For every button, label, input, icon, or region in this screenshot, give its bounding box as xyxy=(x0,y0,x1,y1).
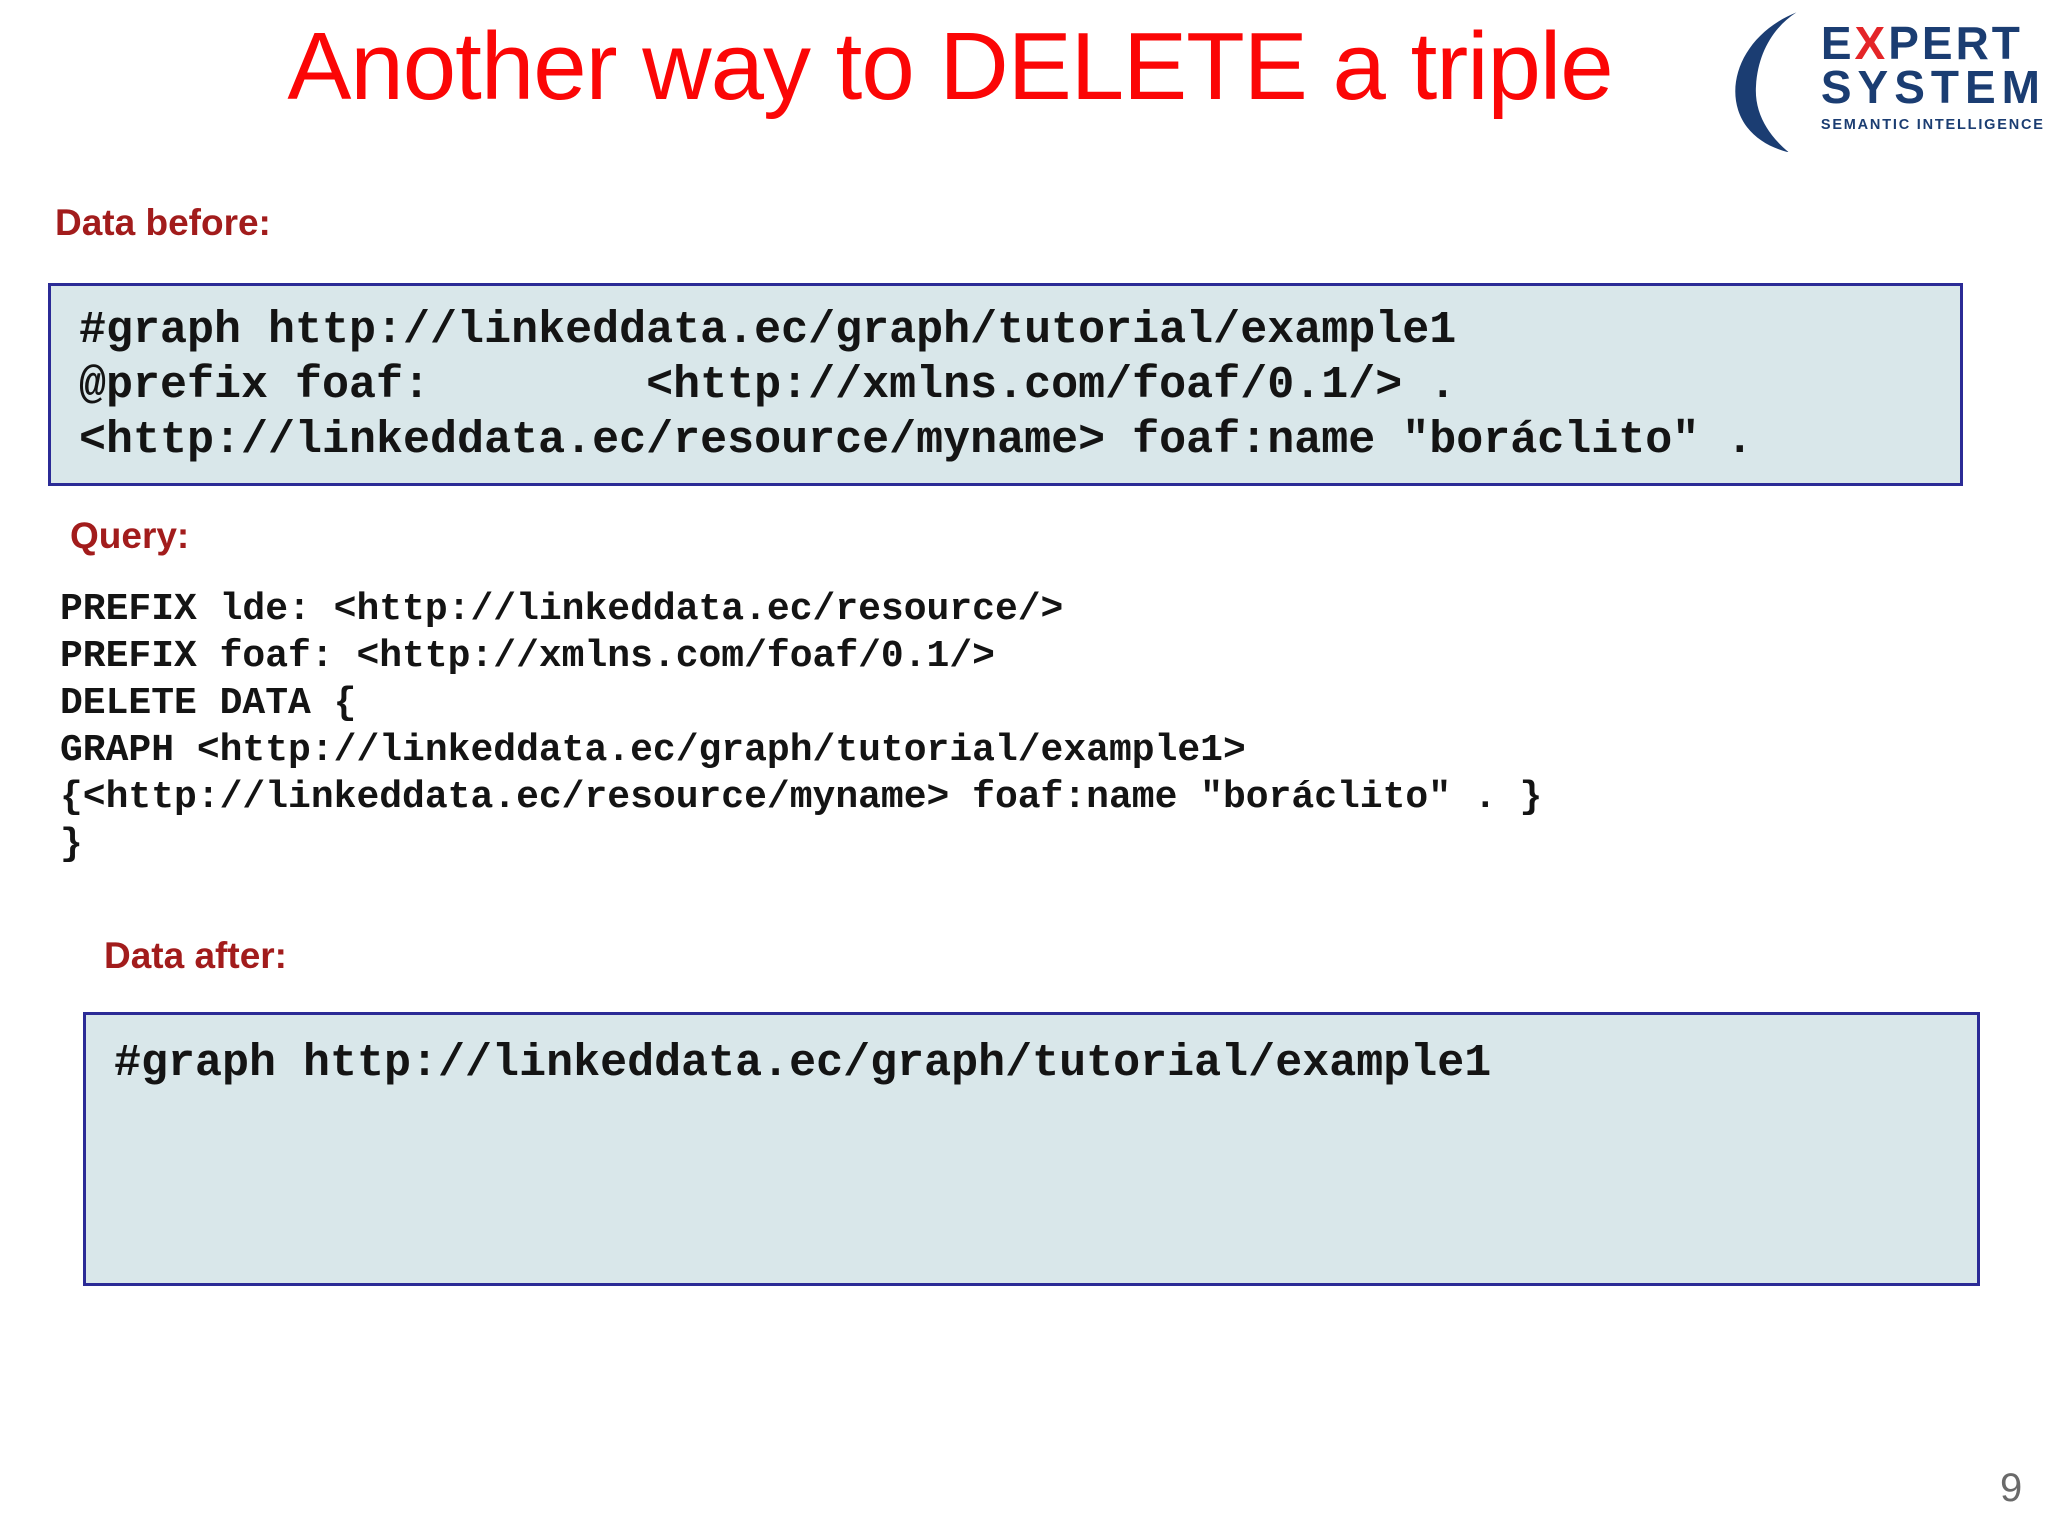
logo-wordmark-expert: EXPERT xyxy=(1821,20,2046,66)
expert-system-logo: EXPERT SYSTEM SEMANTIC INTELLIGENCE xyxy=(1725,4,2046,152)
logo-tagline: SEMANTIC INTELLIGENCE xyxy=(1820,116,2045,133)
query-code-block: PREFIX lde: <http://linkeddata.ec/resour… xyxy=(60,588,1543,866)
data-before-label: Data before: xyxy=(55,202,271,243)
logo-letters-pert: PERT xyxy=(1888,17,2023,69)
page-number: 9 xyxy=(2000,1466,2023,1510)
data-after-label: Data after: xyxy=(104,935,287,976)
logo-letter-e: E xyxy=(1820,17,1855,69)
logo-wordmark: EXPERT SYSTEM SEMANTIC INTELLIGENCE xyxy=(1821,4,2046,133)
logo-swoosh-icon xyxy=(1735,12,1797,152)
logo-wordmark-system: SYSTEM xyxy=(1820,61,2046,113)
data-after-code-box: #graph http://linkeddata.ec/graph/tutori… xyxy=(83,1012,1980,1286)
query-label: Query: xyxy=(70,515,190,556)
logo-letter-x-red: X xyxy=(1854,17,1889,69)
slide-title: Another way to DELETE a triple xyxy=(287,13,1613,120)
data-before-code-box: #graph http://linkeddata.ec/graph/tutori… xyxy=(48,283,1963,486)
